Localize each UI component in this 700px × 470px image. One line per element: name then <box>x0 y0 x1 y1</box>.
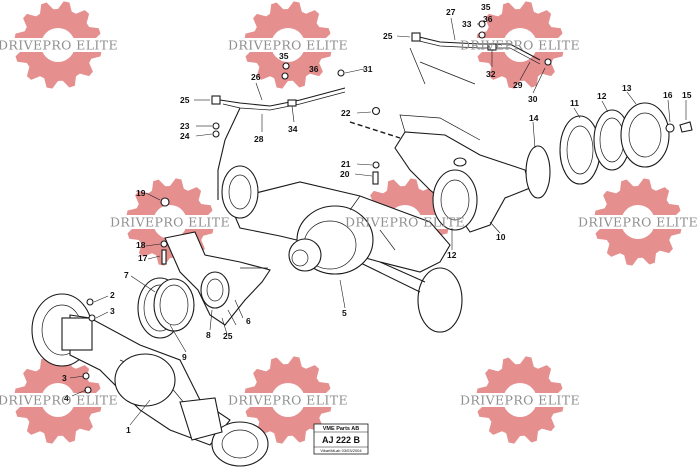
plate-line-2: AJ 222 B <box>322 435 361 445</box>
reference-plate: VME Parts AB AJ 222 B Vikarfält-ab 03/03… <box>313 423 369 455</box>
callout-25-upper-right: 25 <box>383 31 393 41</box>
callout-22: 22 <box>341 108 351 118</box>
callout-29: 29 <box>513 80 523 90</box>
watermark-band <box>0 38 120 52</box>
plate-line-3: Vikarfält-ab 03/03/2004 <box>320 448 362 453</box>
callout-2: 2 <box>110 290 115 300</box>
callout-27: 27 <box>446 7 456 17</box>
watermark-texts: DRIVEPRO ELITE DRIVEPRO ELITE DRIVEPRO ELI… <box>0 38 698 408</box>
callout-9: 9 <box>182 352 187 362</box>
callout-5: 5 <box>342 308 347 318</box>
callout-32: 32 <box>486 69 496 79</box>
watermark-text: DRIVEPRO ELITE <box>578 215 698 230</box>
seal-rings-left <box>137 277 195 339</box>
callout-34: 34 <box>288 124 298 134</box>
callout-25-lower: 25 <box>223 331 233 341</box>
leader-lines <box>69 17 687 426</box>
callout-36-left: 36 <box>309 64 319 74</box>
callout-21: 21 <box>341 159 351 169</box>
callout-3-upper: 3 <box>110 306 115 316</box>
watermark-band <box>458 393 582 407</box>
callout-19: 19 <box>136 188 146 198</box>
spring-bracket-left <box>164 231 271 326</box>
callout-28: 28 <box>254 134 264 144</box>
callout-8: 8 <box>206 330 211 340</box>
watermark-text: DRIVEPRO ELITE <box>228 393 348 408</box>
callout-labels: 1 2 3 3 4 5 6 7 8 9 10 11 12 12 13 14 16… <box>62 2 692 435</box>
callout-20: 20 <box>340 169 350 179</box>
callout-35-right: 35 <box>481 2 491 12</box>
watermark-text: DRIVEPRO ELITE <box>0 393 118 408</box>
watermark-text: DRIVEPRO ELITE <box>228 38 348 53</box>
watermark-text: DRIVEPRO ELITE <box>460 393 580 408</box>
callout-13: 13 <box>622 83 632 93</box>
watermark-band <box>576 215 700 229</box>
upper-bracket-right <box>349 114 531 233</box>
callout-14: 14 <box>529 113 539 123</box>
callout-17: 17 <box>138 253 148 263</box>
callout-6: 6 <box>246 316 251 326</box>
front-axle-housing <box>31 293 269 467</box>
callout-12-lower: 12 <box>447 250 457 260</box>
fasteners <box>82 20 552 394</box>
callout-36-right: 36 <box>483 14 493 24</box>
callout-23: 23 <box>180 121 190 131</box>
callout-18: 18 <box>136 240 146 250</box>
hub-assembly-right <box>525 102 693 199</box>
watermark-text: DRIVEPRO ELITE <box>0 38 118 53</box>
callout-31: 31 <box>363 64 373 74</box>
watermark-text: DRIVEPRO ELITE <box>110 215 230 230</box>
rear-axle-housing <box>221 165 463 333</box>
callout-1: 1 <box>126 425 131 435</box>
callout-33: 33 <box>462 19 472 29</box>
callout-7: 7 <box>124 270 129 280</box>
callout-26: 26 <box>251 72 261 82</box>
callout-12-upper: 12 <box>597 91 607 101</box>
watermark-text: DRIVEPRO ELITE <box>345 215 465 230</box>
callout-35-left: 35 <box>279 51 289 61</box>
watermark-band <box>226 38 350 52</box>
callout-4: 4 <box>64 393 69 403</box>
watermark-band <box>108 215 232 229</box>
callout-11: 11 <box>570 98 579 108</box>
callout-3-lower: 3 <box>62 373 67 383</box>
plate-line-1: VME Parts AB <box>323 426 360 432</box>
callout-16: 16 <box>663 90 673 100</box>
callout-25-upper-left: 25 <box>180 95 190 105</box>
watermark-text: DRIVEPRO ELITE <box>460 38 580 53</box>
callout-10: 10 <box>496 232 506 242</box>
watermark-band <box>226 393 350 407</box>
callout-30: 30 <box>528 94 538 104</box>
watermark-band <box>0 393 120 407</box>
callout-15: 15 <box>682 90 692 100</box>
callout-24: 24 <box>180 131 190 141</box>
